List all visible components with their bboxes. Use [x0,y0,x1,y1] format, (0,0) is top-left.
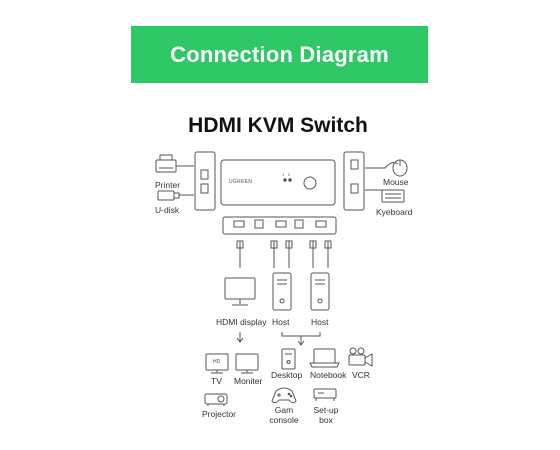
printer-label: Printer [155,180,181,190]
kvm-front-panel [220,159,336,206]
left-usb-panel [194,151,216,211]
game-console-label: Gam console [269,405,299,425]
hdmi-display-icon [224,277,256,306]
host-2-label: Host [311,317,329,327]
vcr-icon [348,347,373,367]
banner: Connection Diagram [131,26,428,83]
host-2-icon [310,272,330,311]
notebook-label: Notebook [310,370,347,380]
setup-box-label: Set-up box [313,405,339,425]
setup-box-icon [313,388,337,401]
projector-label: Projector [202,409,237,419]
host-1-icon [272,272,292,311]
hdmi-display-label: HDMI display [216,317,267,327]
desktop-label: Desktop [271,370,303,380]
host-bracket [281,332,321,346]
monitor-icon [235,353,259,374]
tv-badge: HD [213,359,221,365]
cables [236,240,332,268]
tv-icon [205,353,229,374]
udisk-label: U-disk [155,205,180,215]
printer-icon [155,154,194,173]
notebook-icon [309,348,340,368]
kvm-back-panel [222,216,337,235]
led-1-label: 1 [282,172,285,177]
monitor-label: Moniter [234,376,263,386]
tv-label: TV [211,376,222,386]
mouse-icon [365,159,408,177]
led-2-label: 2 [288,172,291,177]
projector-icon [204,393,228,406]
keyboard-label: Kyeboard [376,207,413,217]
brand-logo: UGREEN [229,179,253,185]
mouse-label: Mouse [383,177,409,187]
keyboard-icon [365,189,405,203]
diagram-title: HDMI KVM Switch [188,114,368,137]
game-console-icon [271,387,297,404]
udisk-icon [157,190,194,201]
display-arrow [236,332,244,343]
host-1-label: Host [272,317,290,327]
vcr-label: VCR [352,370,370,380]
right-usb-panel [343,151,365,211]
banner-title: Connection Diagram [170,41,389,67]
desktop-icon [281,348,296,370]
